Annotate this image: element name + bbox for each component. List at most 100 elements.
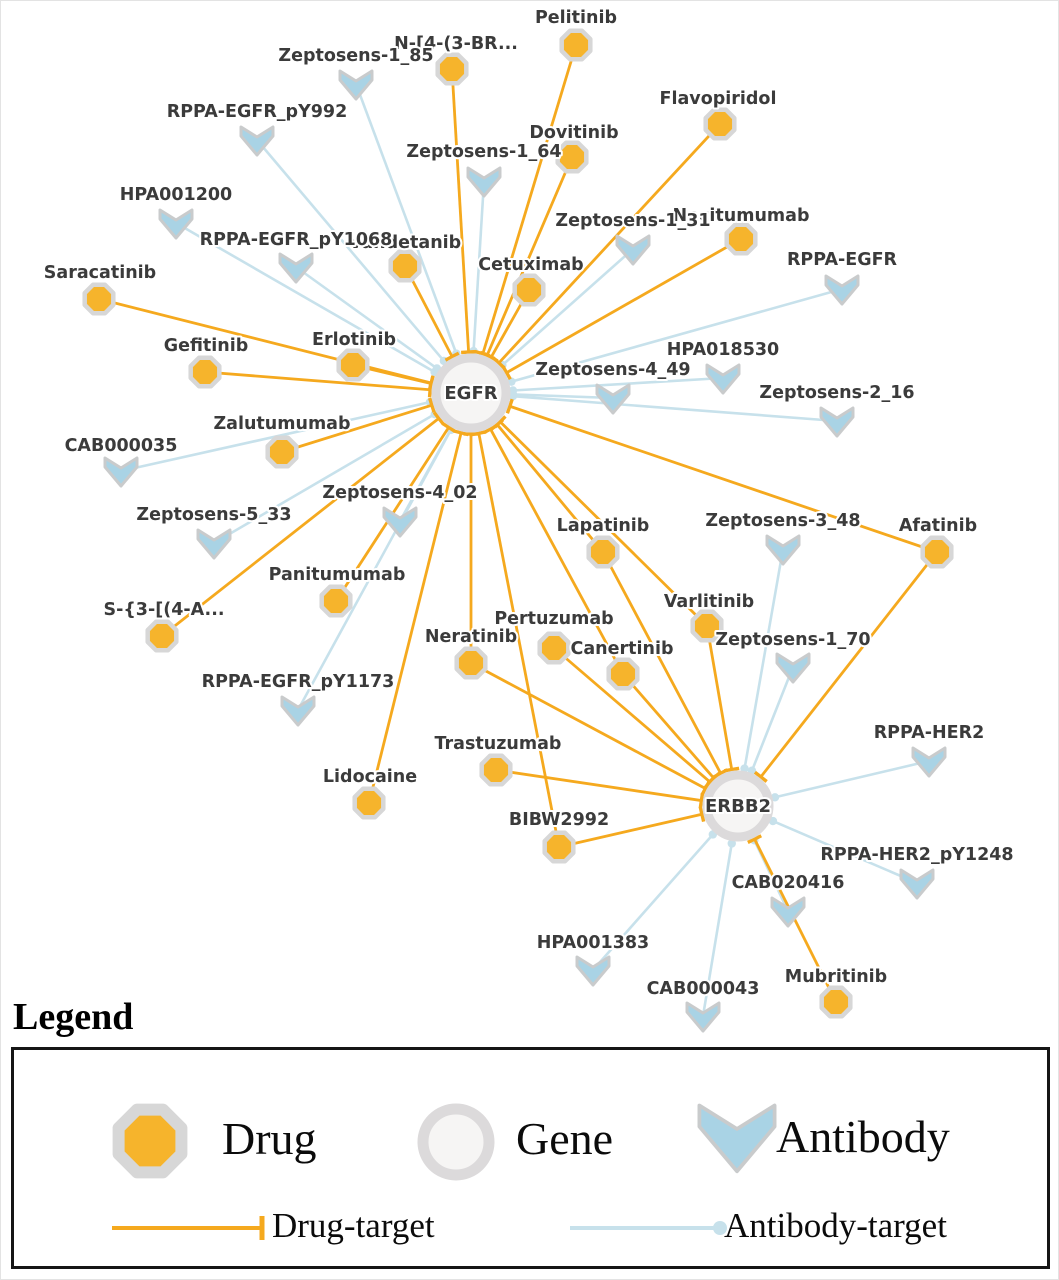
antibody-target-edge-z5_33 — [213, 413, 436, 545]
drug-node-erlotinib — [336, 348, 370, 382]
drug-octagon-icon — [112, 1103, 188, 1179]
drug-target-edge-s3_4a — [161, 417, 440, 638]
edge-endpoint-dot — [740, 764, 749, 773]
antibody-target-edge-z1_64 — [472, 180, 486, 352]
drug-target-edge-bibw2992 — [558, 812, 703, 849]
antibody-label-cab020416: CAB020416 — [732, 873, 845, 893]
antibody-label-z1_85: Zeptosens-1_85 — [278, 46, 433, 66]
antibody-label-z1_70: Zeptosens-1_70 — [715, 630, 870, 650]
drug-target-edge-afatinib — [509, 404, 938, 554]
drug-node-canertinib — [606, 657, 640, 691]
drug-target-edge-trastuzumab — [495, 768, 702, 802]
antibody-node-z2_16 — [819, 406, 855, 438]
antibody-node-z4_49 — [595, 383, 631, 415]
antibody-target-edge-z1_70 — [750, 666, 795, 772]
drug-node-vandetanib — [388, 249, 422, 283]
antibody-label-z2_16: Zeptosens-2_16 — [759, 383, 914, 403]
label-layer: PelitinibN-[4-(3-BR...DovitinibFlavopiri… — [42, 6, 1016, 1001]
antibody-chevron-icon — [697, 1103, 777, 1174]
drug-target-edge-pelitinib — [481, 44, 578, 355]
drug-target-edge-saracatinib — [98, 297, 432, 385]
antibody-target-edge-z1_85 — [354, 83, 458, 355]
drug-label-canertinib: Canertinib — [571, 639, 674, 659]
drug-label-bibw2992: BIBW2992 — [509, 810, 609, 830]
antibody-target-edge-rppa_egfr_py1068 — [295, 265, 438, 370]
drug-target-edge-lidocaine — [367, 432, 463, 804]
edge-endpoint-tee — [441, 421, 456, 433]
drug-label-vandetanib: Vandetanib — [349, 233, 461, 253]
antibody-node-cab020416 — [770, 896, 806, 928]
drug-node-cetuximab — [512, 273, 546, 307]
antibody-label-z1_64: Zeptosens-1_64 — [406, 142, 561, 162]
drug-target-edge-canertinib — [489, 428, 625, 675]
drug-node-afatinib — [920, 535, 954, 569]
drug-node-dovitinib — [555, 140, 589, 174]
drug-label-afatinib: Afatinib — [899, 516, 977, 536]
antibody-target-edge-hpa001383 — [592, 833, 714, 971]
edge-endpoint-tee — [505, 398, 514, 414]
drug-node-zalutumumab — [265, 435, 299, 469]
antibody-node-z3_48 — [765, 534, 801, 566]
antibody-label-rppa_egfr_py1068: RPPA-EGFR_pY1068 — [200, 230, 393, 250]
drug-label-s3_4a: S-{3-[(4-A... — [103, 600, 224, 620]
drug-label-lidocaine: Lidocaine — [323, 767, 417, 787]
drug-legend-icon — [112, 1103, 188, 1179]
legend-box: Drug Gene Antibody Drug-target Antibody-… — [11, 1047, 1050, 1269]
antibody-target-edge-z3_48 — [743, 548, 785, 769]
drug-label-saracatinib: Saracatinib — [44, 263, 156, 283]
edge-endpoint-tee — [753, 770, 768, 783]
drug-label-dovitinib: Dovitinib — [529, 123, 618, 143]
drug-node-pelitinib — [559, 28, 593, 62]
antibody-label-z4_49: Zeptosens-4_49 — [535, 360, 690, 380]
antibody-legend-icon — [697, 1103, 777, 1174]
drug-target-edge-canertinib — [621, 673, 715, 780]
edge-endpoint-tee — [747, 834, 763, 844]
drug-label-trastuzumab: Trastuzumab — [435, 734, 562, 754]
drug-label-cetuximab: Cetuximab — [478, 255, 583, 275]
gene-label-egfr: EGFR — [444, 383, 497, 404]
antibody-label-z5_33: Zeptosens-5_33 — [136, 505, 291, 525]
drug-target-edge-dovitinib — [485, 156, 574, 356]
drug-label-lapatinib: Lapatinib — [557, 516, 650, 536]
antibody-target-edge-z4_49 — [512, 393, 614, 400]
drug-target-edge-lapatinib — [496, 423, 605, 553]
drug-label-mubritinib: Mubritinib — [785, 967, 887, 987]
antibody-node-z1_70 — [775, 652, 811, 684]
edge-endpoint-tee — [724, 766, 740, 773]
edge-endpoint-dot — [727, 839, 736, 848]
drug-target-edge-flavopiridol — [497, 123, 722, 364]
drug-label-flavopiridol: Flavopiridol — [660, 89, 777, 109]
antibody-target-edge-z2_16 — [512, 394, 838, 423]
antibody-label-hpa018530: HPA018530 — [667, 340, 779, 360]
antibody-target-edge-cab000043 — [701, 843, 734, 1017]
edge-endpoint-tee — [483, 352, 499, 363]
antibody-node-rppa_egfr_py1068 — [278, 252, 314, 284]
edge-endpoint-dot — [508, 392, 518, 401]
gene-label-erbb2: ERBB2 — [705, 796, 771, 817]
edge-endpoint-tee — [471, 430, 487, 437]
legend-label-antibody: Antibody — [776, 1111, 950, 1162]
drug-label-erlotinib: Erlotinib — [312, 330, 396, 350]
drug-label-pelitinib: Pelitinib — [535, 8, 617, 28]
drug-target-edge-neratinib — [470, 661, 707, 790]
drug-node-lidocaine — [352, 786, 386, 820]
drug-label-neratinib: Neratinib — [425, 627, 517, 647]
antibody-node-rppa_egfr_py992 — [239, 125, 275, 157]
node-layer — [82, 28, 954, 1033]
drug-node-trastuzumab — [479, 753, 513, 787]
antibody-label-hpa001200: HPA001200 — [120, 185, 232, 205]
gene-legend-icon — [417, 1103, 495, 1181]
antibody-node-hpa001200 — [158, 208, 194, 240]
drug-node-neratinib — [454, 646, 488, 680]
edge-endpoint-dot — [770, 793, 780, 802]
antibody-label-rppa_egfr: RPPA-EGFR — [787, 250, 898, 270]
antibody-target-edge-rppa_egfr_py992 — [256, 139, 445, 362]
edge-endpoint-tee — [432, 411, 445, 426]
drug-node-panitumumab — [319, 584, 353, 618]
antibody-label-hpa001383: HPA001383 — [537, 933, 649, 953]
antibody-node-hpa018530 — [705, 363, 741, 395]
antibody-node-z5_33 — [196, 528, 232, 560]
drug-node-gefitinib — [188, 355, 222, 389]
